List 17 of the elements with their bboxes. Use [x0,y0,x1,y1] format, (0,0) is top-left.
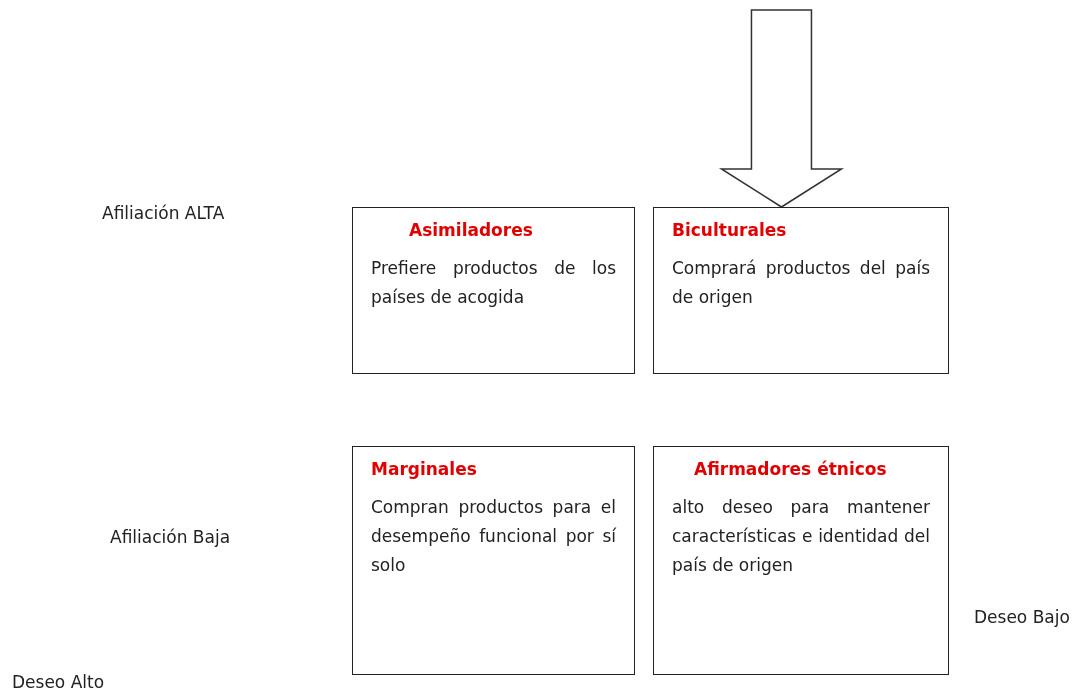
box-description: Prefiere productos de los países de acogida [371,257,616,309]
box-description: alto deseo para mantener características e identidad del país de origen [672,496,930,577]
box-description: Comprará productos del país de origen [672,257,930,309]
category-box [653,207,949,374]
axis-label: Afiliación Baja [110,527,231,547]
block-arrow [718,9,845,208]
axis-label: Deseo Bajo [974,607,1070,627]
category-box [352,446,635,675]
category-box [352,207,635,374]
axis-label: Deseo Alto [12,672,105,691]
box-heading: Asimiladores [409,220,533,240]
box-heading: Afirmadores étnicos [694,459,887,479]
box-heading: Biculturales [672,220,787,240]
axis-label: Afiliación ALTA [102,203,225,223]
box-heading: Marginales [371,459,477,479]
category-box [653,446,949,675]
box-description: Compran productos para el desempeño funcional por sí solo [371,496,616,577]
